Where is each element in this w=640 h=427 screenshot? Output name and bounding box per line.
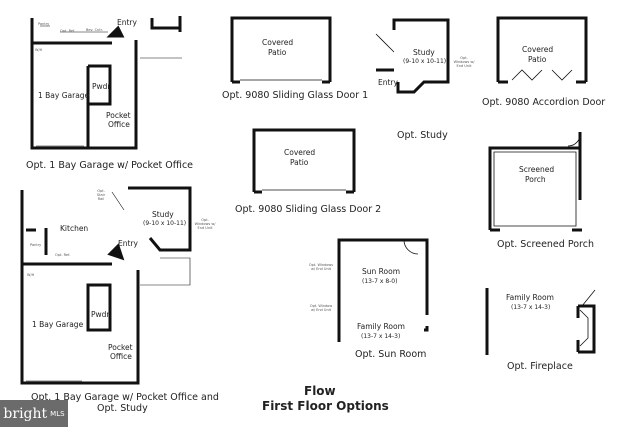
room-label: Screened — [519, 165, 555, 174]
page-title: Flow — [304, 384, 336, 398]
plan-caption: Opt. Study — [97, 403, 148, 414]
room-label: Covered — [522, 45, 554, 54]
room-label: Opt. Ref. — [55, 253, 71, 257]
room-label: Pwdr — [92, 82, 111, 91]
room-label: Pantry — [30, 243, 42, 247]
room-label: Patio — [528, 55, 547, 64]
room-label: Covered — [284, 148, 316, 157]
plan-study — [375, 18, 450, 94]
plan-caption: Opt. Fireplace — [507, 361, 573, 372]
plan-accordion-door — [496, 16, 588, 84]
room-label: Bev. Cntr. — [86, 28, 103, 32]
room-label: Pantry — [38, 22, 50, 26]
room-label: (13-7 x 14-3) — [511, 304, 551, 311]
window-note: Opt. Window w/ End Unit — [309, 304, 333, 312]
plan-garage-office-study — [20, 186, 192, 385]
room-label: (13-7 x 8-0) — [362, 278, 398, 285]
page-subtitle: First Floor Options — [262, 399, 389, 413]
window-note: Opt. Windows w/ End Unit — [453, 56, 475, 68]
plan-caption: Opt. Study — [397, 130, 448, 141]
room-label: W/H — [35, 48, 43, 52]
plan-sliding-door-2 — [252, 128, 356, 194]
plan-caption: Opt. Sun Room — [355, 349, 427, 360]
room-label: Pocket — [108, 343, 133, 352]
plan-caption: Opt. Screened Porch — [497, 239, 594, 250]
room-label: Family Room — [506, 293, 554, 302]
room-label: (9-10 x 10-11) — [403, 58, 447, 65]
room-label: Patio — [290, 158, 309, 167]
plan-fireplace — [485, 288, 596, 355]
room-label: Kitchen — [60, 224, 89, 233]
room-label: Study — [152, 210, 174, 219]
room-label: (9-10 x 10-11) — [143, 220, 187, 227]
room-label: Patio — [268, 48, 287, 57]
room-label: 1 Bay Garage — [38, 91, 90, 100]
room-label: Pwdr — [91, 310, 110, 319]
room-label: Sun Room — [362, 267, 401, 276]
room-label: Pocket — [106, 111, 131, 120]
room-label: Covered — [262, 38, 294, 47]
room-label: Entry — [118, 239, 138, 248]
plan-garage-office — [30, 16, 182, 150]
plan-sliding-door-1 — [230, 16, 332, 84]
room-label: Opt. Ref. — [60, 29, 76, 33]
room-label: W/H — [27, 273, 35, 277]
plan-caption: Opt. 1 Bay Garage w/ Pocket Office — [26, 160, 194, 171]
window-note: Opt. Windows w/ End Unit — [194, 218, 216, 230]
room-label: 1 Bay Garage — [32, 320, 84, 329]
room-label: (13-7 x 14-3) — [361, 333, 401, 340]
room-label: Office — [108, 120, 130, 129]
plan-caption: Opt. 9080 Accordion Door — [482, 97, 606, 108]
plan-caption: Opt. 1 Bay Garage w/ Pocket Office and — [31, 392, 219, 403]
room-label: Entry — [378, 78, 398, 87]
room-label: Study — [413, 48, 435, 57]
room-label: Porch — [525, 175, 546, 184]
plan-screened-porch — [488, 131, 582, 232]
room-label: Office — [110, 352, 132, 361]
plan-caption: Opt. 9080 Sliding Glass Door 2 — [235, 204, 382, 215]
window-note: Opt. Windows w/ End Unit — [308, 263, 334, 271]
room-label: Family Room — [357, 322, 405, 331]
room-label: Opt. Stair Rail — [96, 189, 106, 201]
plan-sun-room — [337, 238, 429, 342]
room-label: Entry — [117, 18, 137, 27]
plan-caption: Opt. 9080 Sliding Glass Door 1 — [222, 90, 369, 101]
